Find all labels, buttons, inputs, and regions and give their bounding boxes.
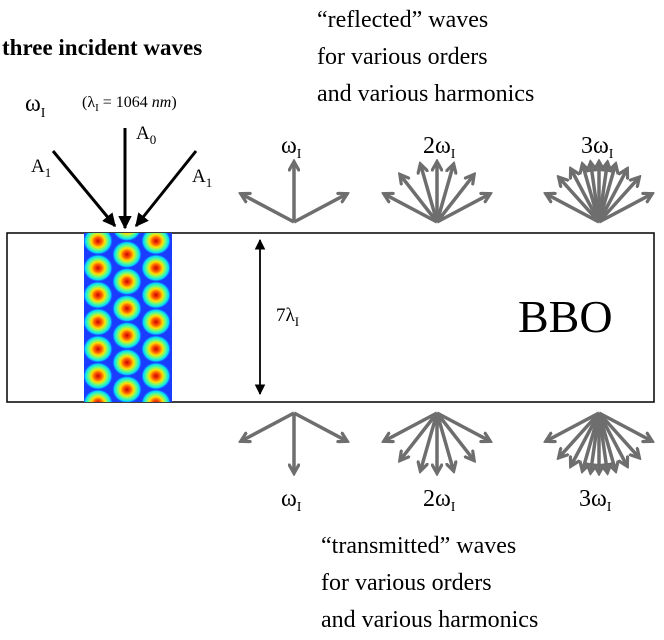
interference-spot — [112, 348, 142, 377]
interference-spot — [112, 321, 142, 350]
interference-pattern — [83, 233, 172, 539]
interference-spot — [84, 233, 113, 255]
interference-spot — [113, 233, 141, 242]
reflected-arrow-3omega — [560, 179, 601, 224]
beam-label-a0: A0 — [136, 123, 156, 147]
interference-spot — [112, 240, 142, 269]
reflected-arrow-2omega — [386, 195, 438, 224]
transmitted-arrow-3omega — [598, 411, 650, 440]
beam-label-a1-left: A1 — [31, 156, 51, 180]
reflected-arrow-2omega — [401, 176, 439, 224]
interference-spot — [141, 389, 171, 402]
incident-beam-right — [134, 150, 198, 228]
reflected-arrow-omega — [243, 195, 295, 224]
beam-label-a1-right: A1 — [192, 166, 212, 190]
interference-spot — [84, 254, 113, 282]
reflected-arrow-2omega — [435, 176, 473, 224]
interference-spot — [141, 443, 171, 471]
reflected-arrow-3omega — [548, 195, 600, 224]
incident-omega-label: ωI — [25, 91, 46, 121]
transmitted-arrow-omega — [243, 411, 295, 440]
reflected-arrow-3omega — [597, 171, 626, 223]
transmitted-label-2omega: 2ωI — [423, 486, 456, 515]
transmitted-label-omega: ωI — [281, 486, 302, 515]
transmitted-arrow-2omega — [435, 411, 473, 459]
bbo-label: BBO — [518, 291, 613, 342]
interference-spot — [84, 362, 113, 390]
interference-spot — [141, 416, 171, 444]
interference-spot — [141, 233, 171, 255]
reflected-arrow-3omega — [598, 195, 650, 224]
interference-spot — [83, 497, 113, 525]
interference-spot — [112, 267, 142, 296]
transmitted-arrow-3omega — [597, 412, 615, 469]
transmitted-arrow-2omega — [386, 411, 438, 440]
interference-spot — [141, 335, 171, 363]
wavelength-label: (λI = 1064 nm) — [82, 94, 177, 114]
transmitted-arrow-3omega — [572, 412, 601, 464]
interference-spot — [112, 375, 142, 402]
reflected-arrow-omega — [293, 195, 345, 224]
transmitted-arrow-3omega — [548, 411, 600, 440]
transmitted-arrow-3omega — [597, 411, 638, 456]
interference-spot — [112, 457, 142, 485]
interference-spot — [83, 416, 113, 444]
reflected-label-3omega: 3ωI — [581, 133, 614, 162]
interference-spot — [112, 403, 142, 431]
reflected-arrow-2omega — [421, 166, 439, 223]
interference-spot — [84, 389, 113, 402]
reflected-arrow-3omega — [597, 166, 615, 223]
interference-spot — [83, 443, 113, 471]
transmitted-arrow-omega — [293, 411, 345, 440]
reflected-caption: “reflected” waves for various orders and… — [317, 7, 534, 107]
interference-spot — [84, 335, 113, 363]
transmitted-arrow-3omega — [560, 411, 601, 456]
reflected-arrow-2omega — [435, 166, 453, 223]
transmitted-arrow-2omega — [401, 411, 439, 459]
transmitted-arrow-3omega — [597, 412, 626, 464]
transmitted-arrow-2omega — [421, 412, 439, 469]
interference-spot — [84, 281, 113, 309]
reflected-label-omega: ωI — [281, 133, 302, 162]
interference-spot — [141, 254, 171, 282]
interference-spot — [83, 470, 113, 498]
reflected-arrow-3omega — [597, 179, 638, 224]
reflected-arrow-2omega — [436, 195, 488, 224]
interference-spot — [112, 430, 142, 458]
interference-spot — [141, 497, 171, 525]
transmitted-label-3omega: 3ωI — [579, 486, 612, 515]
interference-spot — [141, 362, 171, 390]
transmitted-arrow-2omega — [436, 411, 488, 440]
interference-spot — [112, 294, 142, 323]
reflected-label-2omega: 2ωI — [423, 133, 456, 162]
transmitted-caption: “transmitted” waves for various orders a… — [321, 533, 538, 633]
interference-spot — [141, 281, 171, 309]
transmitted-arrow-2omega — [435, 412, 453, 469]
interference-spot — [141, 470, 171, 498]
reflected-arrows — [243, 164, 650, 224]
thickness-label: 7λI — [276, 305, 299, 329]
reflected-arrow-3omega — [572, 171, 601, 223]
transmitted-arrows — [243, 411, 650, 471]
interference-spot — [141, 308, 171, 336]
interference-spot — [112, 484, 142, 512]
interference-spot — [84, 308, 113, 336]
title: three incident waves — [2, 35, 202, 60]
incident-beam-left — [51, 150, 117, 228]
interference-spot — [112, 511, 142, 539]
